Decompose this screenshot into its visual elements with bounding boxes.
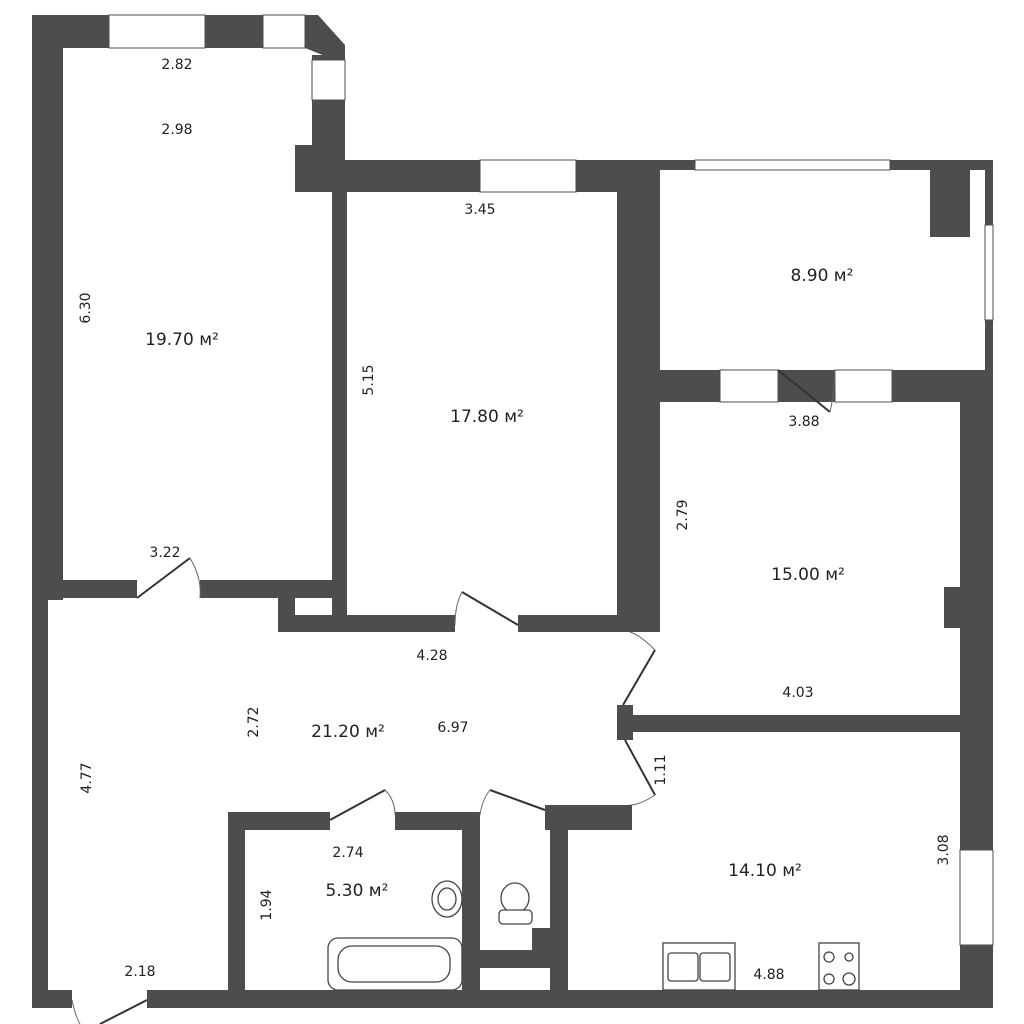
dimension-label: 3.22	[149, 545, 180, 561]
sink-icon	[431, 880, 463, 918]
dimension-label: 2.74	[332, 845, 363, 861]
window	[834, 369, 893, 403]
dimension-label: 2.18	[124, 964, 155, 980]
dimension-label: 2.79	[675, 499, 691, 530]
area-label: 8.90 м²	[791, 266, 854, 286]
area-labels: 19.70 м² 17.80 м² 8.90 м² 15.00 м² 21.20…	[145, 266, 853, 901]
dimension-label: 3.45	[464, 202, 495, 218]
window	[959, 849, 994, 946]
window	[108, 14, 206, 49]
dimension-label: 1.11	[653, 754, 669, 785]
bathtub-icon	[327, 937, 463, 991]
window	[311, 59, 346, 101]
window	[479, 159, 577, 193]
dimension-label: 2.82	[161, 57, 192, 73]
area-label: 5.30 м²	[326, 881, 389, 901]
area-label: 17.80 м²	[450, 407, 524, 427]
window	[984, 224, 994, 321]
door	[99, 999, 148, 1024]
dimension-label: 4.03	[782, 685, 813, 701]
area-label: 21.20 м²	[311, 722, 385, 742]
area-label: 19.70 м²	[145, 330, 219, 350]
door	[622, 649, 656, 706]
dimension-label: 2.98	[161, 122, 192, 138]
dimension-label: 6.30	[78, 292, 94, 323]
stove-icon	[818, 942, 860, 991]
dimension-label: 2.72	[246, 706, 262, 737]
dimension-label: 1.94	[259, 889, 275, 920]
door	[461, 591, 519, 626]
door	[489, 789, 546, 811]
dimension-label: 4.88	[753, 967, 784, 983]
doors	[71, 369, 836, 1024]
dimension-label: 3.88	[788, 414, 819, 430]
dimension-label: 4.77	[79, 762, 95, 793]
dimension-label: 3.08	[936, 834, 952, 865]
fixtures	[327, 880, 860, 991]
door	[329, 789, 386, 821]
toilet-icon	[498, 882, 533, 925]
door	[777, 369, 831, 413]
dimension-label: 5.15	[361, 364, 377, 395]
area-label: 14.10 м²	[728, 861, 802, 881]
dimension-labels: 2.82 2.98 6.30 3.22 3.45 5.15 4.28 3.88 …	[78, 57, 952, 983]
window	[719, 369, 779, 403]
door	[624, 739, 656, 796]
dimension-label: 4.28	[416, 648, 447, 664]
door	[136, 557, 191, 599]
dimension-label: 6.97	[437, 720, 468, 736]
area-label: 15.00 м²	[771, 565, 845, 585]
window	[262, 14, 306, 49]
window	[694, 159, 891, 171]
windows	[108, 14, 994, 946]
kitchen-sink-icon	[662, 942, 736, 991]
